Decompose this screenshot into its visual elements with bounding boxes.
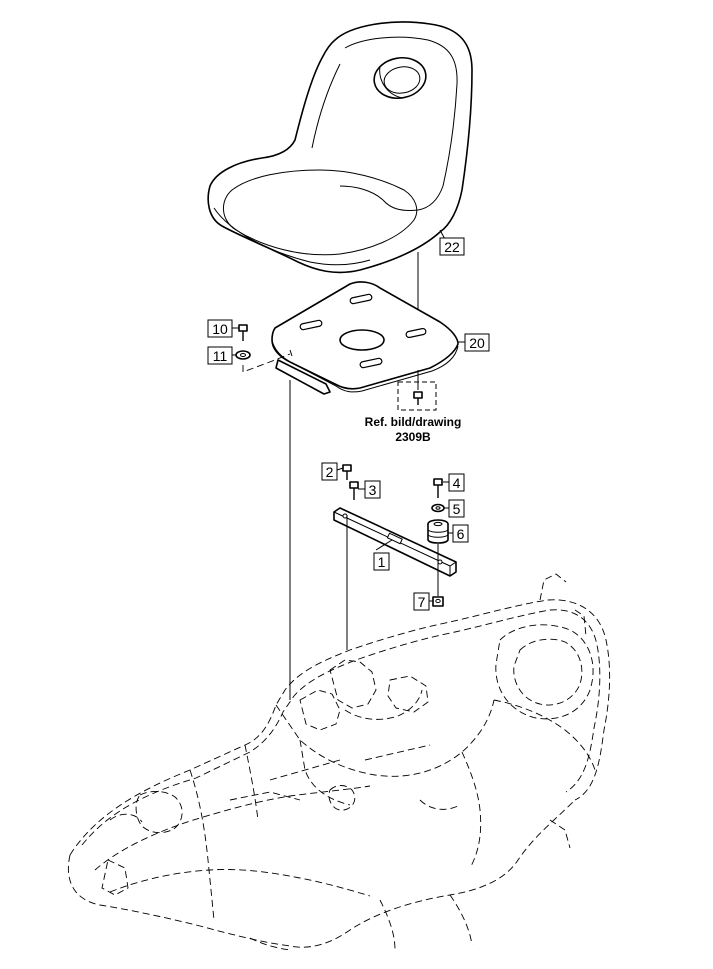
svg-text:11: 11 [213,348,228,364]
bolt-10 [238,324,248,341]
seat-plate [271,281,459,395]
bolt-4 [433,478,443,498]
label-4: 4 [448,473,465,492]
bolt-2 [342,464,352,480]
label-22: 22 [439,237,465,256]
svg-text:1: 1 [378,554,386,570]
slide-rail [333,507,457,577]
label-1: 1 [373,552,390,571]
svg-text:3: 3 [369,482,377,498]
leader-2 [336,467,344,471]
seat [207,21,473,274]
reference-line-1: Ref. bild/drawing [365,415,462,429]
svg-text:7: 7 [418,594,426,610]
reference-box [397,381,437,411]
label-20: 20 [464,333,490,352]
label-2: 2 [321,462,338,481]
label-11: 11 [207,346,233,365]
svg-text:6: 6 [457,526,465,542]
nut-7 [432,596,444,607]
alignment-line-bolt [242,353,291,373]
label-5: 5 [448,499,465,518]
washer-11 [235,350,251,360]
svg-text:4: 4 [453,475,461,491]
svg-text:10: 10 [212,321,228,337]
reference-line-2: 2309B [395,430,431,444]
washer-5 [431,503,445,513]
svg-text:2: 2 [326,464,334,480]
leader-1 [375,539,393,551]
svg-text:20: 20 [469,335,485,351]
svg-text:5: 5 [453,501,461,517]
chassis-body [68,573,611,951]
svg-text:22: 22 [444,239,460,255]
label-3: 3 [364,480,381,499]
label-10: 10 [207,319,233,338]
label-7: 7 [413,592,430,611]
stud-3 [349,481,359,500]
label-6: 6 [452,524,469,543]
spring-6 [427,519,449,544]
reference-callout: Ref. bild/drawing 2309B [365,370,462,444]
